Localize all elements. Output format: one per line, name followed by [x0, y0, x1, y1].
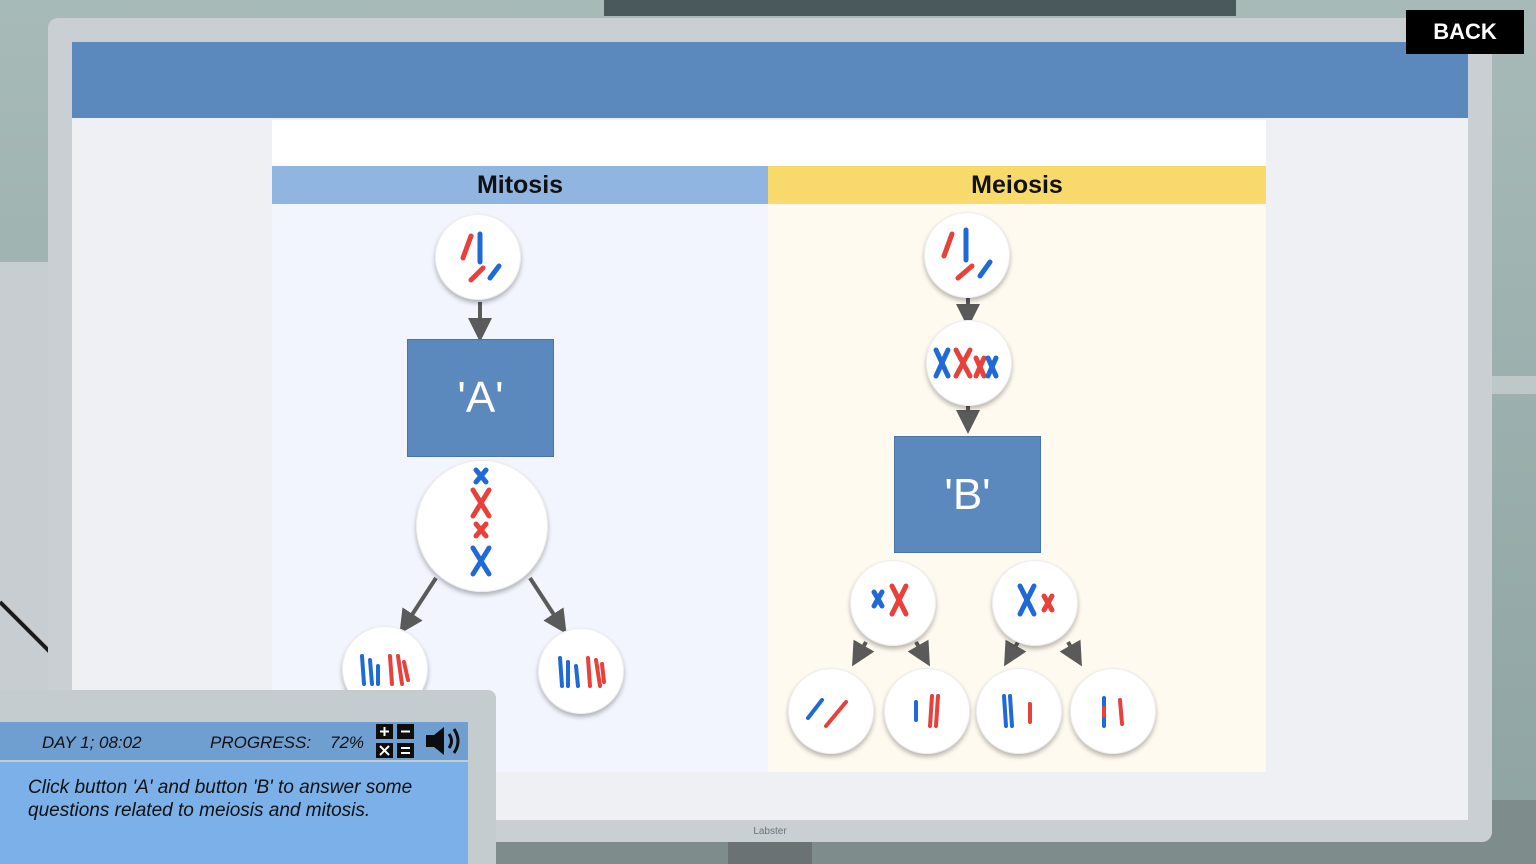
progress-value: 72% [330, 733, 365, 752]
monitor-stand [728, 842, 812, 864]
arrow [528, 576, 567, 635]
speaker-icon[interactable] [424, 724, 464, 758]
cell-gamete-3 [976, 668, 1062, 754]
arrow [852, 639, 875, 667]
day-time: DAY 1; 08:02 [42, 733, 142, 752]
comparison-slide: Mitosis Meiosis [272, 120, 1266, 772]
process-arrows [399, 298, 1082, 667]
cell-meiosis-i-product-2 [992, 560, 1078, 646]
instruction-message: Click button 'A' and button 'B' to answe… [28, 777, 413, 821]
button-a[interactable]: 'A' [408, 340, 553, 456]
monitor-brand: Labster [753, 826, 787, 837]
arrow [1059, 639, 1082, 667]
arrow [907, 639, 930, 667]
cell-metaphase-mitosis [416, 460, 548, 592]
cell-daughter-mitosis-2 [538, 628, 624, 714]
back-button[interactable]: BACK [1406, 10, 1524, 54]
cell-gamete-1 [788, 668, 874, 754]
cell-parent-mitosis [435, 214, 521, 300]
arrow [1004, 639, 1027, 667]
cell-prophase-meiosis [926, 320, 1012, 406]
cell-parent-meiosis [924, 212, 1010, 298]
calculator-icon[interactable] [376, 724, 414, 758]
arrow [399, 576, 438, 635]
hud-message-panel [0, 762, 468, 864]
cell-gamete-4 [1070, 668, 1156, 754]
progress-label: PROGRESS: [210, 733, 312, 752]
mitosis-header: Mitosis [272, 166, 768, 204]
screen-header-bar [72, 42, 1468, 118]
meiosis-header: Meiosis [768, 166, 1266, 204]
cell-meiosis-i-product-1 [850, 560, 936, 646]
background-shelf [1490, 376, 1536, 394]
button-b[interactable]: 'B' [895, 437, 1040, 552]
cell-gamete-2 [884, 668, 970, 754]
background-window [604, 0, 1236, 16]
